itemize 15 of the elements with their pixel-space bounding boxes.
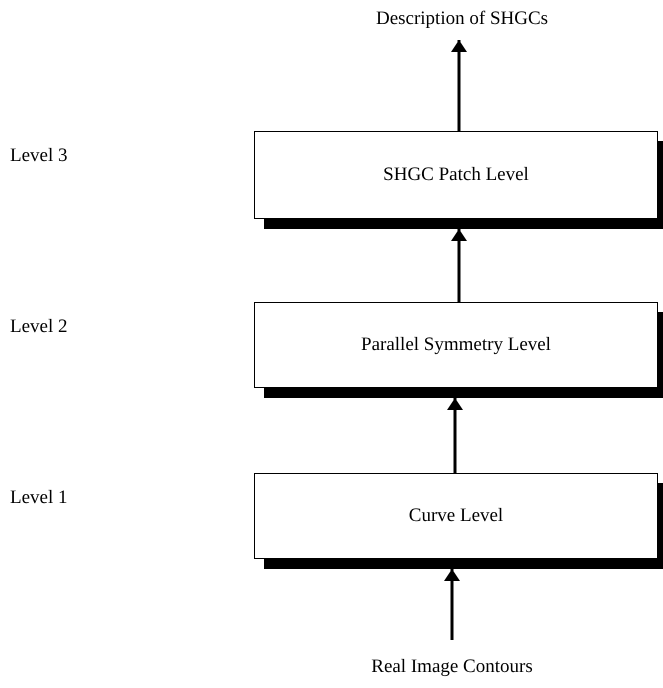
arrow	[444, 569, 460, 640]
arrow	[451, 229, 467, 302]
level-label: Level 3	[10, 145, 68, 167]
level-label: Level 1	[10, 487, 68, 509]
level-name: Parallel Symmetry Level	[361, 334, 551, 356]
level-name: Curve Level	[408, 505, 504, 527]
arrow	[451, 40, 467, 131]
arrow	[447, 398, 463, 473]
level-name: SHGC Patch Level	[383, 164, 529, 186]
level-label: Level 2	[10, 316, 68, 338]
flow-text: Real Image Contours	[352, 656, 552, 682]
level-box	[254, 131, 663, 229]
flow-text: Description of SHGCs	[362, 8, 562, 34]
level-box	[254, 302, 663, 398]
level-box	[254, 473, 663, 569]
